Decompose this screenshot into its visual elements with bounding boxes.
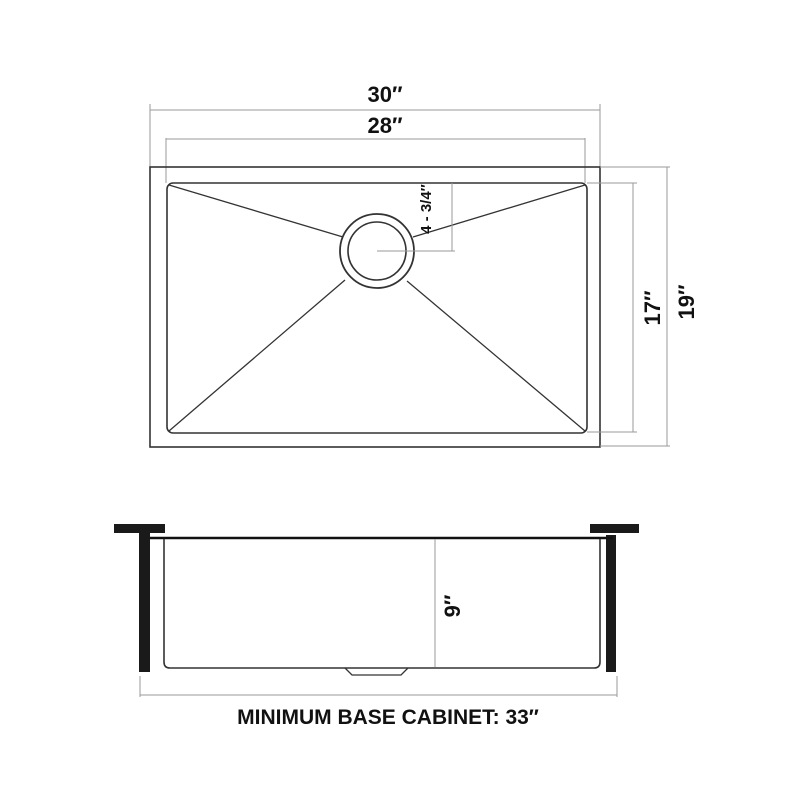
slope-line-top-left xyxy=(168,184,344,238)
drain-offset-dimension: 4 - 3/4″ xyxy=(377,183,455,252)
left-countertop xyxy=(114,524,165,533)
sink-bowl xyxy=(166,182,588,434)
drain-slope-lines xyxy=(168,184,586,432)
overall-width-dimension: 30″ xyxy=(149,82,601,167)
bowl-width-label: 28″ xyxy=(367,113,402,138)
overall-depth-dimension: 19″ xyxy=(600,166,699,447)
overall-width-label: 30″ xyxy=(367,82,402,107)
bowl-width-dimension: 28″ xyxy=(165,113,586,183)
drain-offset-label: 4 - 3/4″ xyxy=(418,184,435,234)
bowl-depth-dimension: 17″ xyxy=(587,182,665,433)
left-cabinet-side xyxy=(139,533,150,672)
right-cabinet-side xyxy=(606,535,616,672)
slope-line-bottom-left xyxy=(168,279,346,432)
top-view: 30″ 28″ 4 - 3/4″ xyxy=(149,82,699,448)
bowl-depth-label: 17″ xyxy=(640,290,665,325)
overall-depth-label: 19″ xyxy=(674,284,699,319)
cabinet-width-dimension xyxy=(139,676,618,697)
slope-line-top-right xyxy=(412,184,586,238)
basin-profile xyxy=(163,539,601,669)
right-countertop xyxy=(590,524,639,533)
bowl-height-dimension: 9″ xyxy=(434,539,465,667)
side-view: 9″ xyxy=(114,524,639,697)
minimum-cabinet-label: MINIMUM BASE CABINET: 33″ xyxy=(237,706,539,729)
drain-bump xyxy=(344,667,409,676)
bowl-height-label: 9″ xyxy=(440,594,465,617)
left-cabinet-wall xyxy=(114,524,165,672)
right-cabinet-wall xyxy=(590,524,639,672)
sink-outer-flange xyxy=(149,166,601,448)
slope-line-bottom-right xyxy=(406,280,586,432)
